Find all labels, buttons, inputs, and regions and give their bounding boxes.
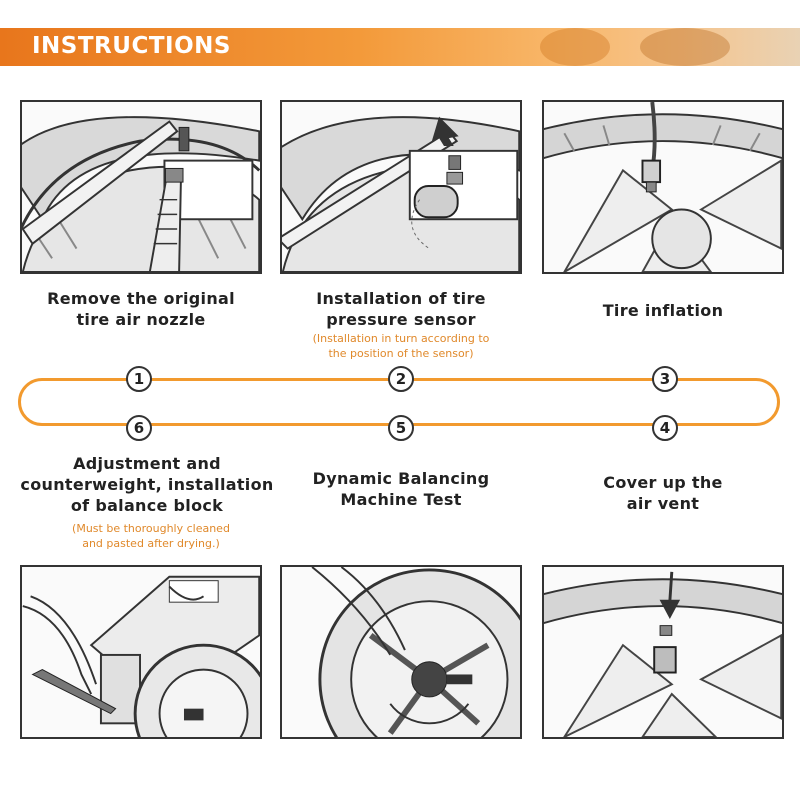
step-4-illustration (542, 565, 784, 739)
instructions-banner: INSTRUCTIONS (0, 28, 800, 66)
step-6-illustration (20, 565, 262, 739)
step-3-illustration (542, 100, 784, 274)
step-number-6: 6 (126, 415, 152, 441)
step-2-note: (Installation in turn according to the p… (312, 332, 490, 360)
step-number-3: 3 (652, 366, 678, 392)
step-2-caption: Installation of tire pressure sensor (316, 289, 486, 329)
step-6-note: (Must be thoroughly cleaned and pasted a… (72, 522, 230, 550)
step-2-illustration (280, 100, 522, 274)
step-1-illustration (20, 100, 262, 274)
banner-decoration (540, 28, 610, 66)
step-3-caption: Tire inflation (602, 301, 724, 320)
step-6-caption: Adjustment and counterweight, installati… (20, 454, 274, 515)
banner-decoration (640, 28, 730, 66)
step-number-4: 4 (652, 415, 678, 441)
step-5-caption: Dynamic Balancing Machine Test (312, 469, 490, 509)
step-4-caption: Cover up the air vent (603, 473, 723, 513)
step-number-1: 1 (126, 366, 152, 392)
step-number-5: 5 (388, 415, 414, 441)
step-5-illustration (280, 565, 522, 739)
step-number-2: 2 (388, 366, 414, 392)
banner-title: INSTRUCTIONS (32, 33, 231, 59)
step-1-caption: Remove the original tire air nozzle (47, 289, 235, 329)
